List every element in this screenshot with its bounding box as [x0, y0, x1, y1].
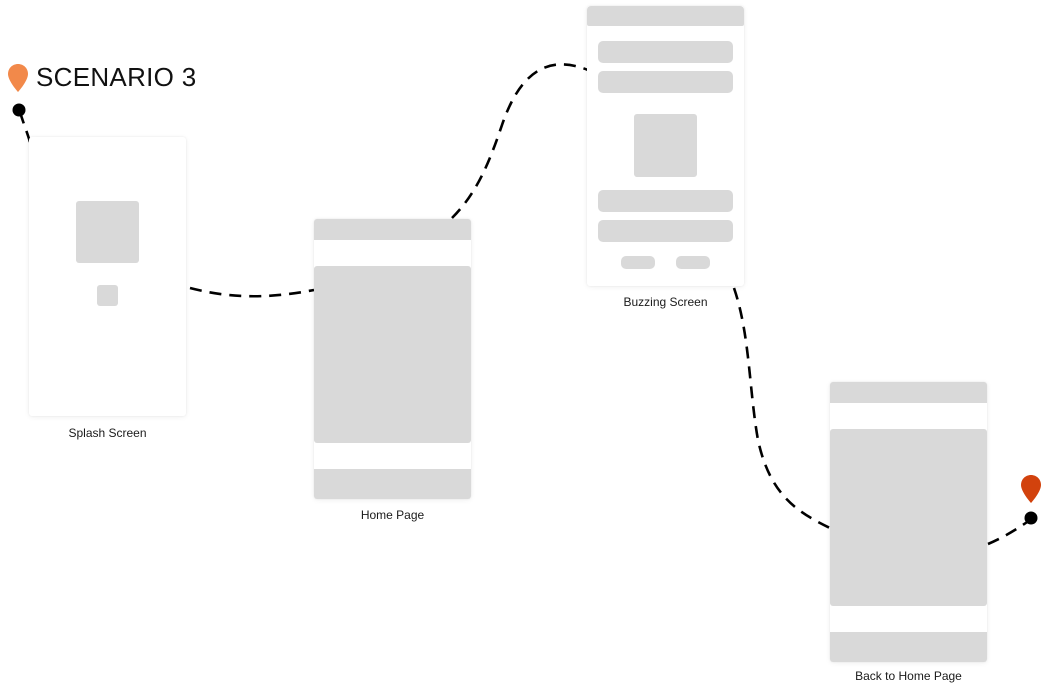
back-home-page-frame: [830, 382, 987, 662]
buzzing-text-row-4: [598, 220, 733, 242]
buzzing-top-bar: [587, 6, 744, 26]
buzzing-text-row-3: [598, 190, 733, 212]
start-pin-shape: [8, 64, 28, 92]
buzzing-screen-label: Buzzing Screen: [623, 295, 708, 309]
connector-buzzing-to-back-home: [732, 287, 831, 530]
back-home-header-bar: [830, 382, 987, 403]
start-point-dot: [12, 103, 26, 117]
home-content-area: [314, 266, 471, 443]
home-header-bar: [314, 219, 471, 240]
end-point-dot: [1024, 511, 1038, 525]
scenario-title: SCENARIO 3: [36, 62, 197, 92]
buzzing-action-button-right: [676, 256, 710, 269]
buzzing-screen-frame: [587, 6, 744, 286]
splash-screen-label: Splash Screen: [68, 426, 147, 440]
connector-home-to-buzzing: [451, 63, 589, 219]
map-pin-icon: [1021, 475, 1041, 503]
map-pin-icon: [8, 64, 28, 92]
back-home-footer-bar: [830, 632, 987, 662]
connector-splash-to-home: [189, 286, 315, 298]
buzzing-text-row-2: [598, 71, 733, 93]
buzzing-text-row-1: [598, 41, 733, 63]
buzzing-action-button-left: [621, 256, 655, 269]
splash-screen-frame: [29, 137, 186, 416]
home-page-frame: [314, 219, 471, 499]
back-home-page-label: Back to Home Page: [855, 669, 962, 683]
connector-back-home-to-end: [987, 518, 1031, 546]
home-footer-bar: [314, 469, 471, 499]
splash-loader-placeholder: [97, 285, 118, 306]
buzzing-image-placeholder: [634, 114, 697, 177]
end-pin-shape: [1021, 475, 1041, 503]
home-page-label: Home Page: [360, 508, 425, 522]
splash-logo-placeholder: [76, 201, 139, 263]
back-home-content-area: [830, 429, 987, 606]
